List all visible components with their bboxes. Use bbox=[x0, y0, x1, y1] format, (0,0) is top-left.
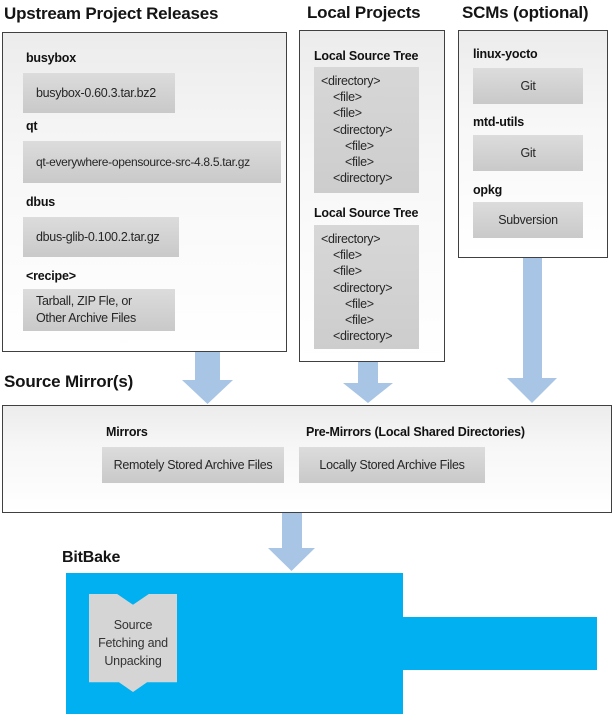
down-arrow-icon bbox=[268, 513, 315, 571]
tree-entry: <directory> bbox=[321, 232, 381, 246]
tree-entry: <file> bbox=[345, 313, 374, 328]
upstream-item-label: busybox bbox=[26, 51, 76, 65]
down-arrow-icon bbox=[343, 362, 393, 403]
tree-entry: <file> bbox=[333, 248, 362, 263]
mirrors-box: Remotely Stored Archive Files bbox=[102, 447, 284, 483]
upstream-item-label: qt bbox=[26, 119, 38, 133]
source-fetching-text: Source Fetching and Unpacking bbox=[89, 594, 177, 670]
scm-item-label: mtd-utils bbox=[473, 115, 524, 129]
bitbake-title: BitBake bbox=[62, 549, 121, 566]
tree-entry: <directory> bbox=[333, 280, 393, 295]
scms-panel: linux-yocto Git mtd-utils Git opkg Subve… bbox=[458, 30, 608, 258]
scm-item-label: linux-yocto bbox=[473, 47, 538, 61]
local-source-tree-label: Local Source Tree bbox=[314, 206, 419, 220]
tree-entry: <directory> bbox=[333, 329, 393, 344]
local-projects-title: Local Projects bbox=[307, 3, 421, 22]
tree-entry: <file> bbox=[345, 138, 374, 153]
mirrors-label: Mirrors bbox=[106, 425, 148, 439]
local-projects-panel: Local Source Tree <directory> <file> <fi… bbox=[299, 30, 445, 362]
tree-entry: <directory> bbox=[321, 74, 381, 88]
pre-mirrors-label: Pre-Mirrors (Local Shared Directories) bbox=[306, 425, 525, 439]
source-fetching-ribbon: Source Fetching and Unpacking bbox=[89, 594, 177, 692]
source-mirrors-panel: Mirrors Remotely Stored Archive Files Pr… bbox=[2, 405, 612, 513]
tree-entry: <file> bbox=[333, 106, 362, 121]
down-arrow-icon bbox=[507, 258, 557, 403]
tarball-box: qt-everywhere-opensource-src-4.8.5.tar.g… bbox=[23, 141, 281, 183]
tarball-box: busybox-0.60.3.tar.bz2 bbox=[23, 73, 175, 113]
tree-entry: <directory> bbox=[333, 171, 393, 186]
ribbon-line: Fetching and bbox=[98, 636, 168, 650]
tarball-box: Tarball, ZIP Fle, or Other Archive Files bbox=[23, 289, 175, 331]
tree-entry: <file> bbox=[345, 296, 374, 311]
tarball-box-line: Other Archive Files bbox=[36, 311, 136, 325]
tree-entry: <file> bbox=[345, 155, 374, 170]
source-mirrors-title: Source Mirror(s) bbox=[4, 372, 134, 391]
local-source-tree-label: Local Source Tree bbox=[314, 49, 419, 63]
source-tree-box: <directory> <file> <file> <directory> <f… bbox=[314, 67, 419, 193]
tree-entry: <file> bbox=[333, 264, 362, 279]
scm-box: Subversion bbox=[473, 202, 583, 238]
upstream-item-label: <recipe> bbox=[26, 269, 76, 283]
tarball-box: dbus-glib-0.100.2.tar.gz bbox=[23, 217, 179, 257]
down-arrow-icon bbox=[182, 352, 233, 404]
upstream-panel: busybox busybox-0.60.3.tar.bz2 qt qt-eve… bbox=[2, 32, 287, 352]
upstream-item-label: dbus bbox=[26, 195, 56, 209]
tree-entry: <file> bbox=[333, 90, 362, 105]
tarball-box-line: Tarball, ZIP Fle, or bbox=[36, 294, 132, 308]
scm-box: Git bbox=[473, 68, 583, 104]
pre-mirrors-box: Locally Stored Archive Files bbox=[299, 447, 485, 483]
scm-box: Git bbox=[473, 135, 583, 171]
ribbon-line: Source bbox=[113, 618, 153, 632]
scm-item-label: opkg bbox=[473, 183, 503, 197]
ribbon-line: Unpacking bbox=[104, 654, 162, 668]
bitbake-pipeline-tab bbox=[403, 617, 597, 670]
tree-entry: <directory> bbox=[333, 122, 393, 137]
scms-title: SCMs (optional) bbox=[462, 3, 589, 22]
upstream-title: Upstream Project Releases bbox=[4, 4, 219, 23]
source-tree-box: <directory> <file> <file> <directory> <f… bbox=[314, 225, 419, 349]
